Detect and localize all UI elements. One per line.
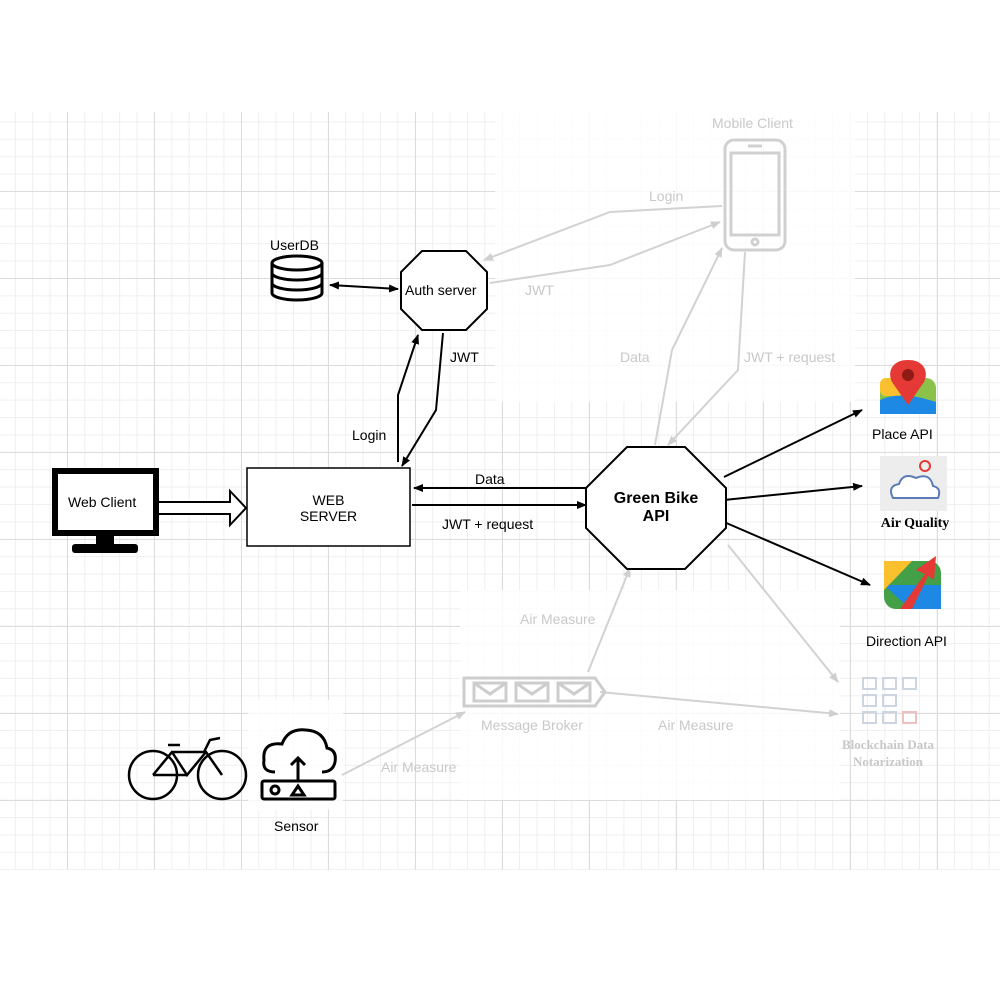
- cloud-upload-icon: [260, 728, 337, 801]
- edge-broker-chain: [599, 691, 839, 718]
- edge-label-jwt-request-mobile: JWT + request: [744, 349, 836, 365]
- smartphone-icon: [723, 138, 787, 252]
- sensor-label: Sensor: [274, 818, 319, 834]
- edge-broker-api: [587, 567, 631, 673]
- green-bike-api-node: [585, 446, 727, 570]
- direction-api-label: Direction API: [866, 633, 947, 649]
- edge-mobile-login: [483, 205, 723, 261]
- envelopes-icon: [462, 676, 607, 708]
- edge-auth-jwt: [401, 332, 444, 467]
- bicycle-icon: [127, 736, 248, 801]
- message-broker-label: Message Broker: [481, 717, 583, 733]
- web-server-label: WEB SERVER: [247, 492, 410, 524]
- place-api-label: Place API: [872, 426, 933, 442]
- green-bike-api-label: Green Bike API: [586, 490, 726, 526]
- web-server-node: [246, 467, 411, 547]
- faded-overlay: [460, 590, 840, 800]
- edge-api-place: [723, 409, 863, 478]
- cloud-icon: [880, 456, 947, 511]
- edge-mobile-jwt-request: [667, 251, 746, 446]
- edge-mobile-jwt: [489, 221, 721, 284]
- edge-userdb-auth: [329, 281, 399, 293]
- edge-web-login: [397, 334, 419, 462]
- blockchain-label-line2: Notarization: [852, 754, 924, 769]
- edge-webclient-webserver: [157, 488, 248, 528]
- edge-label-air-measure-api: Air Measure: [520, 611, 596, 627]
- edge-label-data-mobile: Data: [620, 349, 650, 365]
- green-bike-api-label-line1: Green Bike: [613, 490, 699, 507]
- green-bike-api-label-line2: API: [642, 508, 670, 525]
- blockchain-label: Blockchain Data Notarization: [828, 736, 948, 770]
- directions-icon: [884, 556, 941, 609]
- mobile-client-label: Mobile Client: [712, 115, 793, 131]
- map-pin-icon: [880, 360, 936, 414]
- solid-connections: [329, 281, 871, 586]
- faded-connections: [341, 205, 839, 776]
- edge-label-jwt-request: JWT + request: [442, 516, 534, 532]
- edge-sensor-broker: [341, 711, 466, 776]
- edge-label-data: Data: [475, 471, 505, 487]
- edge-label-login-mobile: Login: [649, 188, 684, 204]
- edge-api-direction: [723, 521, 871, 586]
- edge-label-jwt-mobile: JWT: [525, 282, 554, 298]
- auth-server-label: Auth server: [405, 282, 477, 298]
- edge-label-login: Login: [352, 427, 387, 443]
- blocks-icon: [862, 677, 917, 724]
- web-server-label-line2: SERVER: [299, 508, 358, 524]
- edge-api-airquality: [723, 482, 863, 501]
- web-server-label-line1: WEB: [312, 492, 345, 508]
- edge-mobile-data: [654, 247, 723, 446]
- edge-label-jwt: JWT: [450, 349, 479, 365]
- monitor-icon: [52, 468, 159, 553]
- blockchain-label-line1: Blockchain Data: [841, 737, 935, 752]
- air-quality-label: Air Quality: [880, 516, 950, 531]
- edge-label-air-measure-chain: Air Measure: [658, 717, 734, 733]
- web-client-label: Web Client: [68, 494, 137, 510]
- auth-server-node: [400, 250, 488, 331]
- database-icon: [270, 254, 324, 302]
- edge-label-air-measure-sensor: Air Measure: [381, 759, 457, 775]
- faded-overlay: [495, 112, 855, 402]
- userdb-label: UserDB: [270, 237, 320, 253]
- edge-api-chain: [727, 544, 839, 683]
